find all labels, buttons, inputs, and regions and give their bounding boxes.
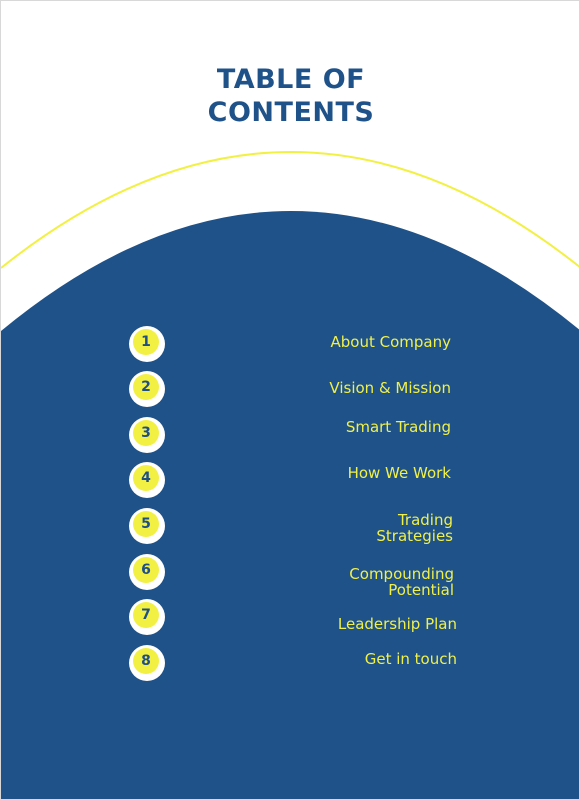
number-badge: 7 [129,599,165,635]
page-title: TABLE OF CONTENTS [1,63,579,129]
title-line-2: CONTENTS [207,97,375,128]
number-badge: 6 [129,554,165,590]
number-badge: 2 [129,371,165,407]
title-line-1: TABLE OF [216,64,366,95]
toc-label-trading-strategies: Trading Strategies [376,511,453,545]
toc-label-how-we-work: How We Work [347,464,451,482]
toc-item-about-company[interactable]: 1 About Company [1,326,579,366]
toc-item-smart-trading[interactable]: 3 Smart Trading [1,417,579,457]
decorative-yellow-arc [1,151,579,269]
toc-item-vision-mission[interactable]: 2 Vision & Mission [1,371,579,411]
toc-label-about-company: About Company [330,333,451,351]
number-circle-1: 1 [133,329,159,355]
toc-label-leadership-plan: Leadership Plan [337,615,457,633]
toc-label-compounding-potential: Compounding Potential [349,565,454,599]
toc-item-get-in-touch[interactable]: 8 Get in touch [1,645,579,685]
toc-item-compounding-potential[interactable]: 6 Compounding Potential [1,554,579,598]
number-badge: 4 [129,462,165,498]
number-badge: 3 [129,417,165,453]
toc-label-smart-trading: Smart Trading [345,418,451,436]
toc-item-how-we-work[interactable]: 4 How We Work [1,462,579,502]
number-circle-7: 7 [133,602,159,628]
number-circle-2: 2 [133,374,159,400]
number-circle-3: 3 [133,420,159,446]
number-circle-4: 4 [133,465,159,491]
number-badge: 1 [129,326,165,362]
number-badge: 8 [129,645,165,681]
toc-item-trading-strategies[interactable]: 5 Trading Strategies [1,508,579,548]
number-badge: 5 [129,508,165,544]
number-circle-6: 6 [133,557,159,583]
toc-item-leadership-plan[interactable]: 7 Leadership Plan [1,599,579,639]
navy-dome-panel [1,211,579,799]
toc-label-get-in-touch: Get in touch [364,650,457,668]
number-circle-5: 5 [133,511,159,537]
toc-label-vision-mission: Vision & Mission [329,379,451,397]
number-circle-8: 8 [133,648,159,674]
